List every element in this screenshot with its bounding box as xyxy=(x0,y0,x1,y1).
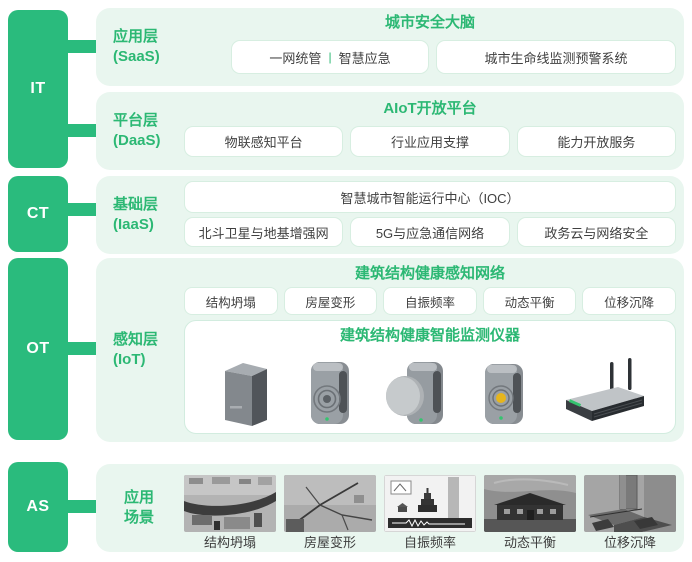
structure-collapse-photo xyxy=(184,475,276,532)
connector-tab-iot xyxy=(66,342,98,355)
scene-figures: 结构坍塌 房屋变形 xyxy=(184,475,676,550)
layer-sub: (IaaS) xyxy=(113,216,154,233)
connector-tab-saas xyxy=(66,40,98,53)
layer-label-saas: 应用层 (SaaS) xyxy=(96,8,184,86)
box-capability-open-service: 能力开放服务 xyxy=(516,126,676,157)
device-box-title: 建筑结构健康智能监测仪器 xyxy=(339,327,520,344)
layer-name: 平台层 xyxy=(113,111,159,129)
box-text: 智慧应急 xyxy=(338,50,391,66)
layer-name: 感知层 xyxy=(113,330,159,348)
row-infrastructure-layer: 基础层 (IaaS) 智慧城市智能运行中心（IOC） 北斗卫星与地基增强网 5G… xyxy=(96,176,684,254)
box-industry-application-support: 行业应用支撑 xyxy=(350,126,510,157)
layer-sub: (DaaS) xyxy=(113,132,161,149)
connector-tab-scene xyxy=(66,500,98,513)
iot-tags: 结构坍塌 房屋变形 自振频率 动态平衡 位移沉降 xyxy=(184,287,676,315)
scenes-content: 结构坍塌 房屋变形 xyxy=(184,464,684,552)
row-application-scenes: 应用 场景 结构坍塌 xyxy=(96,464,684,552)
scene-dynamic-balance: 动态平衡 xyxy=(484,475,576,550)
connector-tab-daas xyxy=(66,124,98,137)
saas-title: 城市安全大脑 xyxy=(384,14,475,31)
scene-house-deformation: 房屋变形 xyxy=(284,475,376,550)
layer-name: 基础层 xyxy=(113,195,159,213)
device-images xyxy=(185,345,675,433)
device-pillar-monitor-image xyxy=(210,356,276,428)
iaas-content: 智慧城市智能运行中心（IOC） 北斗卫星与地基增强网 5G与应急通信网络 政务云… xyxy=(184,176,684,254)
tag-dynamic-balance: 动态平衡 xyxy=(482,287,577,315)
tag-natural-frequency: 自振频率 xyxy=(383,287,477,315)
box-5g-emergency-network: 5G与应急通信网络 xyxy=(350,217,510,247)
connector-tab-iaas xyxy=(66,203,98,216)
box-text: 一网统管 xyxy=(269,50,322,66)
side-block-ot: OT xyxy=(8,258,68,440)
layer-label-daas: 平台层 (DaaS) xyxy=(96,92,184,170)
side-block-it: IT xyxy=(8,10,68,168)
house-deformation-photo xyxy=(284,475,376,532)
saas-content: 城市安全大脑 一网统管 | 智慧应急 城市生命线监测预警系统 xyxy=(184,8,684,86)
scene-structure-collapse: 结构坍塌 xyxy=(184,475,276,550)
side-block-as: AS xyxy=(8,462,68,552)
saas-boxes: 一网统管 | 智慧应急 城市生命线监测预警系统 xyxy=(184,40,676,74)
box-city-grid-management: 一网统管 | 智慧应急 xyxy=(231,40,429,74)
layer-sub: (IoT) xyxy=(113,351,146,368)
device-wireless-gateway-image xyxy=(558,354,650,428)
tag-structure-collapse: 结构坍塌 xyxy=(184,287,278,315)
layer-name: 应用层 xyxy=(113,27,159,45)
side-block-label: OT xyxy=(26,340,50,357)
monitoring-device-box: 建筑结构健康智能监测仪器 xyxy=(184,320,676,434)
box-smart-city-ioc: 智慧城市智能运行中心（IOC） xyxy=(184,181,676,213)
daas-boxes: 物联感知平台 行业应用支撑 能力开放服务 xyxy=(184,126,676,157)
natural-frequency-diagram xyxy=(384,475,476,532)
device-disc-sensor-image xyxy=(383,356,451,428)
iot-content: 建筑结构健康感知网络 结构坍塌 房屋变形 自振频率 动态平衡 位移沉降 建筑结构… xyxy=(184,258,684,442)
iot-network-title: 建筑结构健康感知网络 xyxy=(354,265,505,282)
tag-displacement-settlement: 位移沉降 xyxy=(582,287,676,315)
device-ring-sensor-image xyxy=(299,356,361,428)
box-beidou-ground-augmentation: 北斗卫星与地基增强网 xyxy=(184,217,344,247)
device-yellow-sensor-image xyxy=(473,360,535,428)
layer-label-scenes: 应用 场景 xyxy=(96,464,184,552)
side-block-ct: CT xyxy=(8,176,68,252)
layer-sub: (SaaS) xyxy=(113,48,160,65)
scene-caption: 房屋变形 xyxy=(303,535,356,550)
side-block-label: CT xyxy=(26,205,50,222)
scene-caption: 自振频率 xyxy=(403,535,456,550)
box-iot-sensing-platform: 物联感知平台 xyxy=(184,126,344,157)
layer-name: 场景 xyxy=(124,509,155,526)
daas-content: AIoT开放平台 物联感知平台 行业应用支撑 能力开放服务 xyxy=(184,92,684,170)
layer-label-iaas: 基础层 (IaaS) xyxy=(96,176,184,254)
box-gov-cloud-security: 政务云与网络安全 xyxy=(516,217,676,247)
box-city-lifeline-warning: 城市生命线监测预警系统 xyxy=(436,40,676,74)
daas-title: AIoT开放平台 xyxy=(383,100,477,117)
box-divider: | xyxy=(328,50,332,64)
row-application-layer: 应用层 (SaaS) 城市安全大脑 一网统管 | 智慧应急 城市生命线监测预警系… xyxy=(96,8,684,86)
scene-caption: 位移沉降 xyxy=(603,535,656,550)
scene-displacement-settlement: 位移沉降 xyxy=(584,475,676,550)
dynamic-balance-photo xyxy=(484,475,576,532)
layer-label-iot: 感知层 (IoT) xyxy=(96,258,184,442)
row-platform-layer: 平台层 (DaaS) AIoT开放平台 物联感知平台 行业应用支撑 能力开放服务 xyxy=(96,92,684,170)
row-sensing-layer: 感知层 (IoT) 建筑结构健康感知网络 结构坍塌 房屋变形 自振频率 动态平衡… xyxy=(96,258,684,442)
side-block-label: IT xyxy=(30,80,46,97)
side-block-label: AS xyxy=(26,498,50,515)
iaas-boxes: 北斗卫星与地基增强网 5G与应急通信网络 政务云与网络安全 xyxy=(184,217,676,247)
tag-house-deformation: 房屋变形 xyxy=(283,287,378,315)
layer-name: 应用 xyxy=(124,488,155,506)
scene-caption: 结构坍塌 xyxy=(203,535,256,550)
scene-caption: 动态平衡 xyxy=(503,535,556,550)
scene-natural-frequency: 自振频率 xyxy=(384,475,476,550)
displacement-settlement-photo xyxy=(584,475,676,532)
